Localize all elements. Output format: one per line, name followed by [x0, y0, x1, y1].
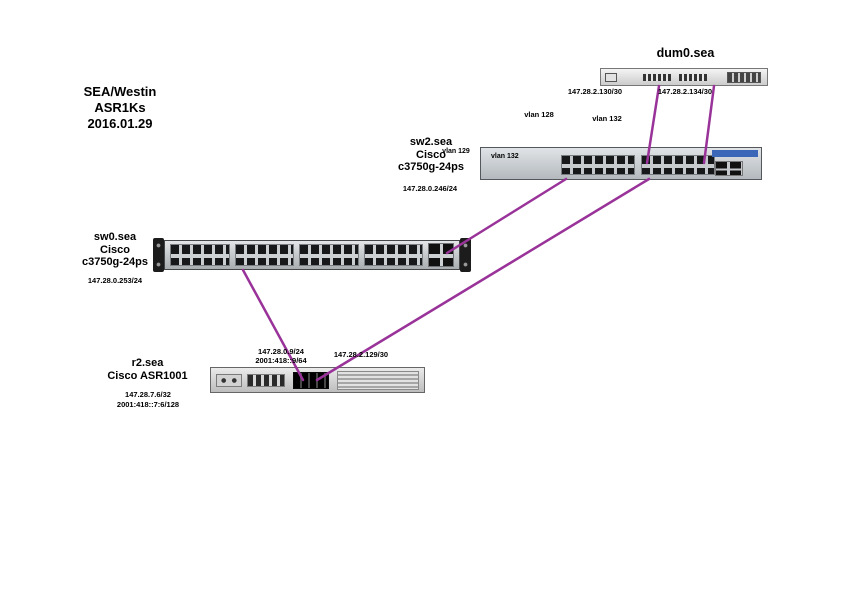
sw2-port-group	[561, 155, 635, 175]
r2-model-label: Cisco ASR1001	[107, 369, 188, 382]
dum0-ip-left-label: 147.28.2.130/30	[567, 87, 623, 96]
vlan132-label: vlan 132	[592, 114, 622, 123]
dum0-chassis	[600, 68, 768, 86]
sw0-port-group	[234, 244, 294, 266]
sw0-chassis	[153, 238, 471, 272]
r2-ip1-label: 147.28.7.6/32	[125, 390, 171, 399]
dum0-ip-right-label: 147.28.2.134/30	[657, 87, 713, 96]
sw2-model-label: c3750g-24ps	[397, 161, 465, 173]
r2-name-label: r2.sea	[131, 357, 164, 369]
sw0-port-group	[170, 244, 230, 266]
sw2-name-label: sw2.sea	[409, 136, 453, 148]
sw2-sfp-ports	[715, 161, 743, 176]
diagram-title-line3: 2016.01.29	[87, 116, 153, 131]
sw0-model-label: c3750g-24ps	[81, 256, 149, 268]
r2-interface-ip3-label: 147.28.2.129/30	[333, 350, 389, 359]
sw2-vlan-chassis-label: vlan 132	[491, 153, 519, 160]
diagram-title-line2: ASR1Ks	[94, 100, 146, 115]
dum0-port-cluster	[643, 74, 671, 81]
cisco-brand-badge	[712, 150, 758, 157]
r2-chassis	[210, 367, 425, 393]
sw0-port-group	[363, 244, 423, 266]
sw0-sfp-ports	[428, 243, 454, 267]
sw2-vlan-link-label: vlan 129	[442, 148, 470, 155]
sw0-vendor-label: Cisco	[100, 243, 130, 256]
rack-ear-left	[153, 238, 164, 272]
r2-interface-ip2-label: 2001:418::9/64	[255, 356, 307, 365]
sw2-chassis: vlan 132	[480, 147, 762, 180]
dum0-name-label: dum0.sea	[656, 46, 715, 60]
dum0-port-block	[727, 72, 761, 83]
r2-interface-ip1-label: 147.28.0.9/24	[258, 347, 304, 356]
sw2-port-group	[641, 155, 715, 175]
diagram-title-line1: SEA/Westin	[83, 84, 157, 99]
sw0-ip-label: 147.28.0.253/24	[87, 276, 143, 285]
vlan128-label: vlan 128	[524, 110, 554, 119]
sw0-front-panel	[164, 240, 460, 270]
sw2-label-block: sw2.sea Cisco c3750g-24ps	[391, 136, 471, 174]
sw0-label-block: sw0.sea Cisco c3750g-24ps	[75, 231, 155, 269]
sw2-ip-label: 147.28.0.246/24	[402, 184, 458, 193]
rack-ear-right	[460, 238, 471, 272]
sw0-name-label: sw0.sea	[93, 231, 137, 243]
r2-port-cluster	[293, 372, 329, 389]
r2-vent-grille	[337, 371, 419, 390]
dum0-module	[605, 73, 617, 82]
diagram-title: SEA/Westin ASR1Ks 2016.01.29	[52, 84, 188, 132]
sw2-vendor-label: Cisco	[416, 148, 446, 161]
dum0-port-cluster	[679, 74, 707, 81]
r2-label-block: r2.sea Cisco ASR1001	[100, 357, 195, 382]
sw0-port-group	[299, 244, 359, 266]
r2-port-module	[247, 374, 285, 387]
r2-ip2-label: 2001:418::7:6/128	[116, 400, 180, 409]
r2-module	[216, 374, 242, 387]
